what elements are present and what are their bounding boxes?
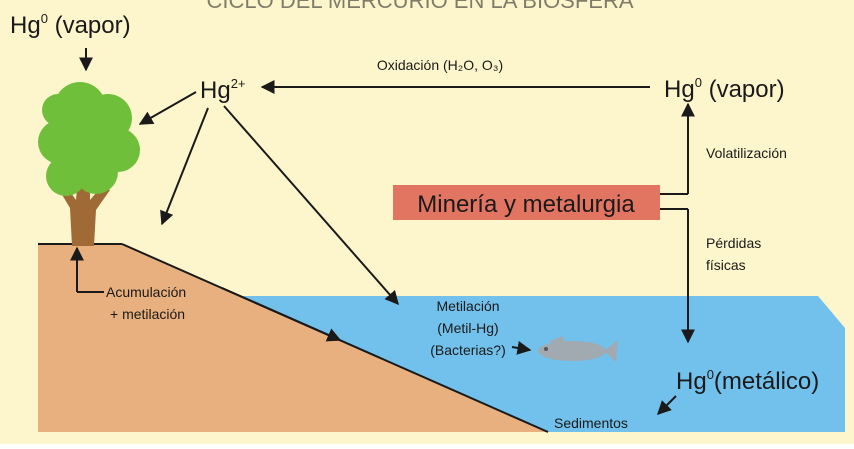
volatilizacion-label: Volatilización [706,145,787,161]
hg0-vapor-left-label: Hg0 (vapor) [10,11,131,39]
perdidas-label-1: Pérdidas [706,235,761,251]
oxidacion-label: Oxidación (H₂O, O₃) [377,57,503,73]
sedimentos-label: Sedimentos [554,415,628,431]
acumulacion-label-1: Acumulación [106,284,186,300]
metilacion-label-2: (Metil-Hg) [437,320,498,336]
hg0-vapor-right-label: Hg0 (vapor) [664,75,785,103]
metilacion-label-3: (Bacterias?) [430,342,505,358]
acumulacion-label-2: + metilación [110,306,185,322]
metilacion-label-1: Metilación [436,298,499,314]
mineria-label: Minería y metalurgia [417,191,635,218]
perdidas-label-2: físicas [706,257,746,273]
hg0-metalico-label: Hg0(metálico) [676,367,819,395]
title-partial: CICLO DEL MERCURIO EN LA BIOSFERA [206,0,633,13]
